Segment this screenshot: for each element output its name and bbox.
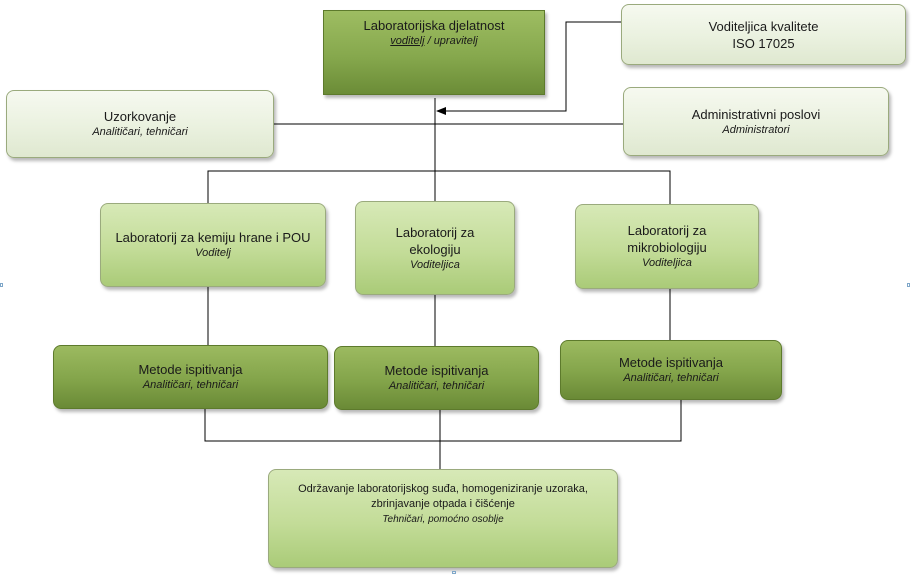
lab-activity-title: Laboratorijska djelatnost [363, 18, 505, 33]
methods-1-title: Metode ispitivanja [138, 362, 243, 377]
methods-3-role: Analitičari, tehničari [623, 372, 719, 384]
quality-manager-title: Voditeljica kvalitete [708, 18, 819, 34]
lab-activity-box: Laboratorijska djelatnost voditelj / upr… [323, 10, 545, 95]
methods-3-title: Metode ispitivanja [618, 355, 724, 370]
lab-food-chemistry-role: Voditelj [195, 247, 231, 259]
lab-microbiology-box: Laboratorij za mikrobiologiju Voditeljic… [575, 204, 759, 289]
lab-activity-role-b: upravitelj [433, 35, 478, 47]
lab-ecology-box: Laboratorij za ekologiju Voditeljica [355, 201, 515, 295]
lab-branch-line [207, 170, 671, 204]
support-role: Tehničari, pomoćno osoblje [382, 514, 504, 525]
lab-ecology-role: Voditeljica [410, 258, 460, 271]
lab-activity-role-sep: / [424, 35, 434, 47]
admin-role: Administratori [722, 123, 790, 136]
admin-box: Administrativni poslovi Administratori [623, 87, 889, 156]
quality-standard: ISO 17025 [732, 35, 795, 51]
left-edge-handle [0, 283, 3, 287]
method-merge-line [204, 400, 682, 442]
quality-manager-box: Voditeljica kvalitete ISO 17025 [621, 4, 906, 65]
methods-2-title: Metode ispitivanja [384, 363, 489, 378]
methods-box-2: Metode ispitivanja Analitičari, tehničar… [334, 346, 539, 410]
sampling-title: Uzorkovanje [103, 109, 177, 124]
lab-microbiology-title: Laboratorij za mikrobiologiju [627, 223, 707, 255]
right-edge-handle [907, 283, 910, 287]
lab-ecology-title: Laboratorij za ekologiju [395, 224, 475, 257]
methods-2-role: Analitičari, tehničari [388, 380, 485, 392]
quality-arrow [436, 21, 622, 115]
lab-microbiology-role: Voditeljica [642, 257, 692, 269]
lab-food-chemistry-box: Laboratorij za kemiju hrane i POU Vodite… [100, 203, 326, 287]
methods-box-3: Metode ispitivanja Analitičari, tehničar… [560, 340, 782, 400]
support-box: Održavanje laboratorijskog suđa, homogen… [268, 469, 618, 568]
lab-activity-role-a: voditelj [390, 35, 425, 47]
bottom-edge-handle [452, 571, 456, 574]
sampling-box: Uzorkovanje Analitičari, tehničari [6, 90, 274, 158]
sampling-role: Analitičari, tehničari [92, 126, 188, 138]
support-title: Održavanje laboratorijskog suđa, homogen… [298, 483, 588, 510]
admin-title: Administrativni poslovi [691, 106, 821, 122]
methods-1-role: Analitičari, tehničari [142, 379, 239, 391]
methods-box-1: Metode ispitivanja Analitičari, tehničar… [53, 345, 328, 409]
lab-food-chemistry-title: Laboratorij za kemiju hrane i POU [115, 230, 311, 245]
lab-activity-role: voditelj / upravitelj [390, 34, 477, 49]
